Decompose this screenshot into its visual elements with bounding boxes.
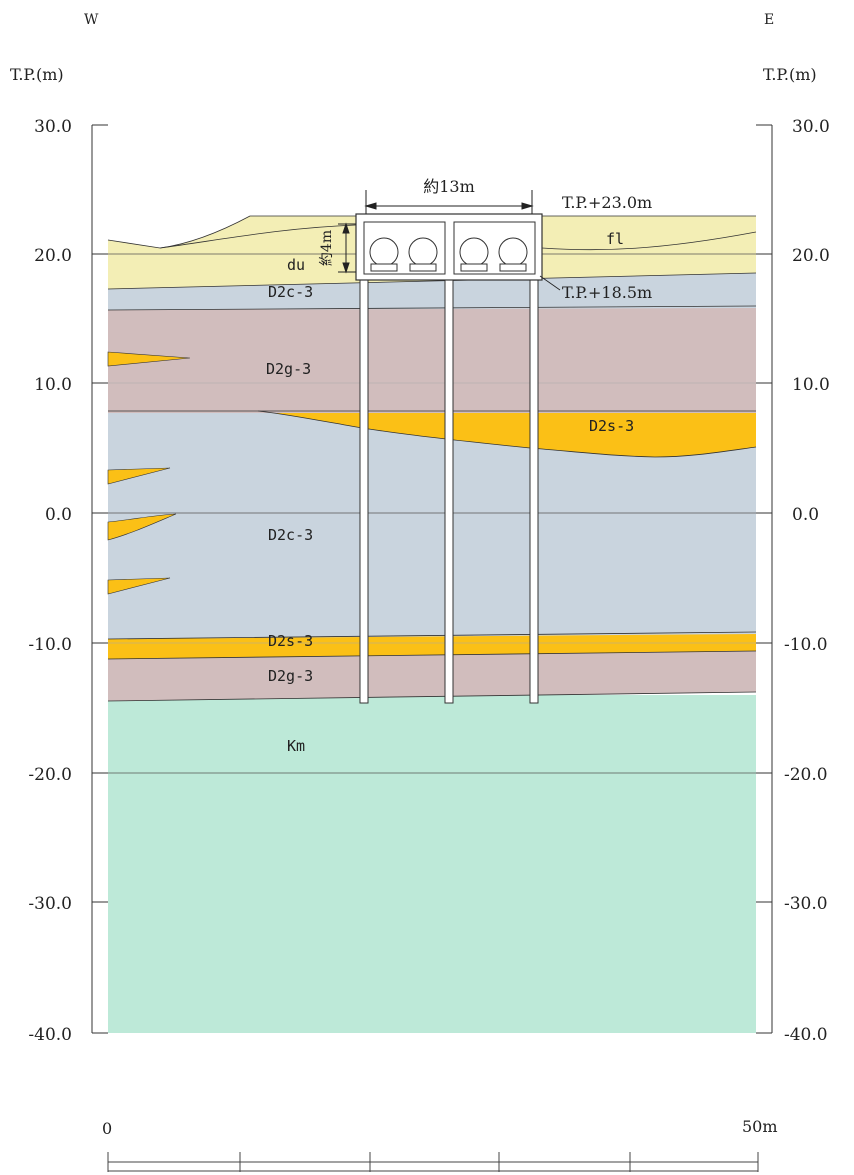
d2g-upper-layer: [108, 306, 756, 413]
d2s-upper-layer: [258, 411, 756, 457]
tick-label: 10.0: [34, 375, 72, 395]
pile: [359, 277, 369, 704]
tick-label: 10.0: [792, 375, 830, 395]
left-unit-label: T.P.(m): [10, 65, 64, 84]
right-tick-labels: 30.0 20.0 10.0 0.0 -10.0 -20.0 -30.0 -40…: [784, 117, 830, 1045]
tick-label: -20.0: [28, 765, 72, 785]
sand-lens: [107, 577, 171, 595]
layer-label-fl: fl: [606, 230, 624, 248]
layer-label-d2s-lower: D2s-3: [268, 632, 313, 650]
layer-label-du: du: [287, 256, 305, 274]
layer-label-d2s-upper: D2s-3: [589, 417, 634, 435]
tick-label: 30.0: [792, 117, 830, 137]
level-leader: [539, 275, 561, 291]
tick-label: 0.0: [45, 505, 72, 525]
top-level-label: T.P.+23.0m: [562, 193, 652, 212]
height-dimension: [338, 222, 356, 274]
layer-label-d2g-upper: D2g-3: [266, 360, 311, 378]
tick-label: -30.0: [28, 894, 72, 914]
bottom-level-label: T.P.+18.5m: [562, 283, 652, 302]
tick-label: 20.0: [792, 246, 830, 266]
width-label: 約13m: [423, 177, 475, 196]
tick-label: -20.0: [784, 765, 828, 785]
left-tick-labels: 30.0 20.0 10.0 0.0 -10.0 -20.0 -30.0 -40…: [28, 117, 72, 1045]
scale-bar: 0 50m: [102, 1117, 778, 1172]
box-culvert: [355, 213, 543, 281]
tick-label: 0.0: [792, 505, 819, 525]
east-label: E: [764, 12, 774, 28]
tick-label: -40.0: [784, 1025, 828, 1045]
tick-label: -10.0: [28, 635, 72, 655]
right-unit-label: T.P.(m): [763, 65, 817, 84]
height-label: 約4m: [319, 230, 335, 266]
pile: [529, 277, 539, 704]
tick-label: 20.0: [34, 246, 72, 266]
west-label: W: [84, 12, 99, 28]
elevation-lines-light: [92, 382, 772, 644]
d2c-middle-layer: [108, 411, 756, 639]
scale-start-label: 0: [102, 1119, 112, 1138]
sand-lens: [107, 513, 177, 541]
left-axis: [91, 124, 108, 1034]
layer-label-d2c-upper: D2c-3: [268, 283, 313, 301]
right-axis: [756, 124, 773, 1034]
width-dimension: [364, 190, 534, 214]
d2g-lower-layer: [108, 650, 756, 701]
tick-label: -40.0: [28, 1025, 72, 1045]
tick-label: -30.0: [784, 894, 828, 914]
sand-lens: [107, 467, 171, 485]
layer-label-km: Km: [287, 737, 305, 755]
tick-label: 30.0: [34, 117, 72, 137]
tick-label: -10.0: [784, 635, 828, 655]
layer-label-d2g-lower: D2g-3: [268, 667, 313, 685]
d2s-lower-layer: [108, 632, 756, 659]
km-layer: [108, 695, 756, 1033]
scale-end-label: 50m: [742, 1117, 778, 1136]
sand-lens: [107, 351, 191, 367]
pile: [444, 277, 454, 704]
layer-label-d2c-middle: D2c-3: [268, 526, 313, 544]
d2c-upper-layer: [108, 273, 756, 310]
